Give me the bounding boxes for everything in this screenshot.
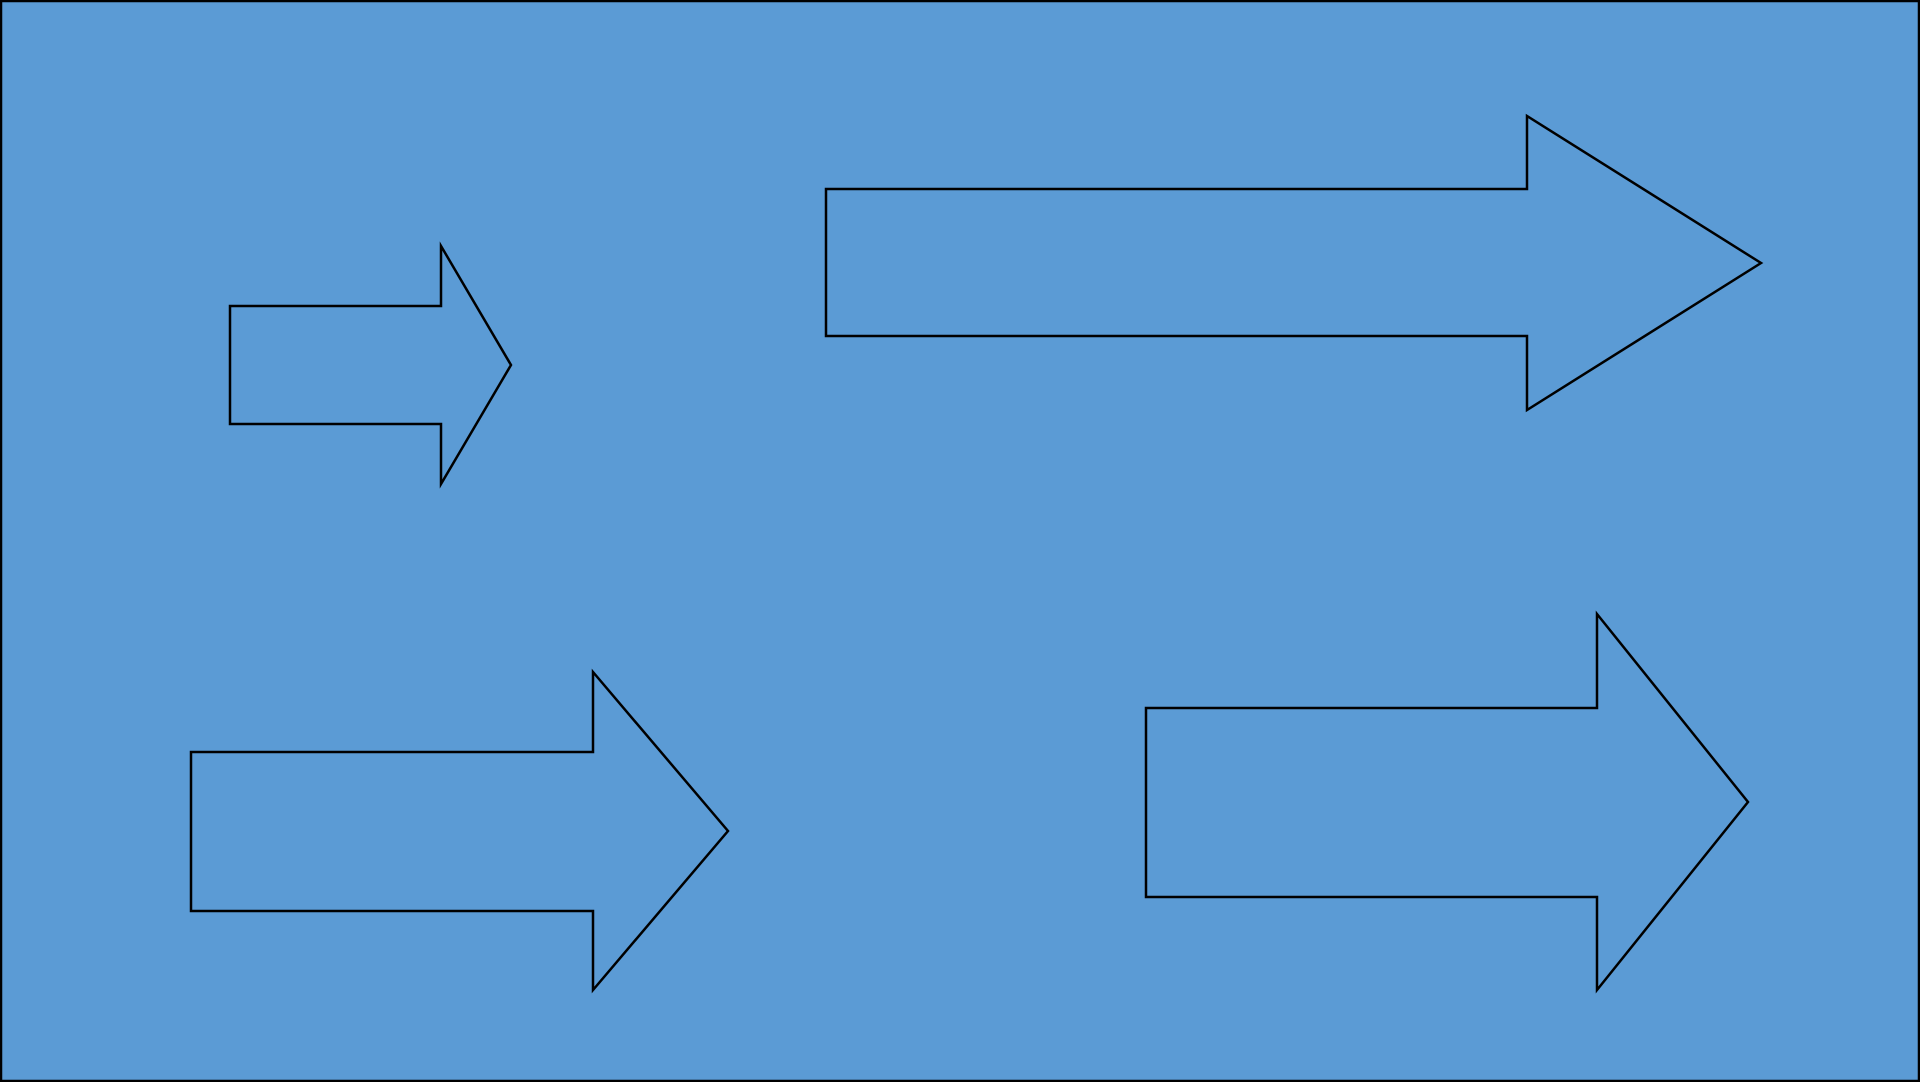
arrow-small-top-left bbox=[228, 241, 513, 489]
arrow-medium-bottom-left bbox=[189, 668, 730, 994]
arrow-long-top-right bbox=[824, 113, 1764, 413]
arrow-large-bottom-right bbox=[1144, 610, 1750, 994]
